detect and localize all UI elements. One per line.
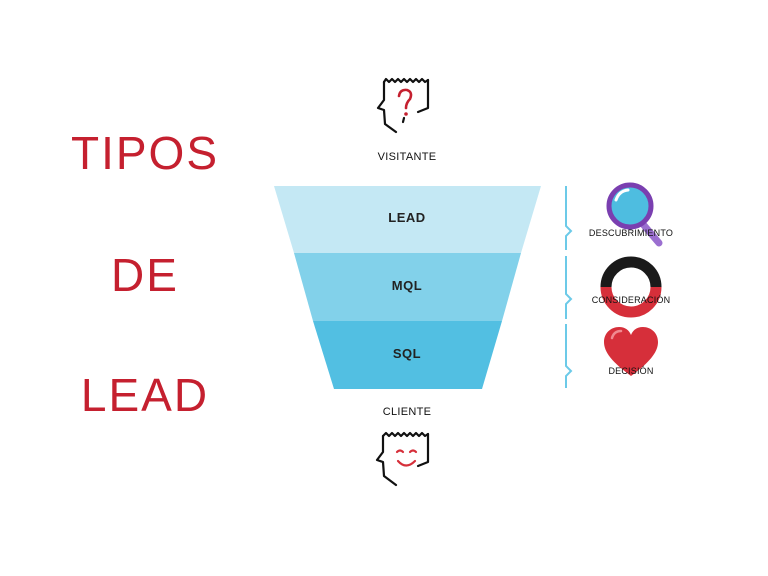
stage-label-lead: LEAD xyxy=(388,210,426,225)
smile-icon xyxy=(395,449,418,467)
phase-label-discovery: DESCUBRIMIENTO xyxy=(588,228,674,238)
question-mark-icon xyxy=(397,88,413,116)
funnel-stage-mql xyxy=(294,253,521,321)
funnel-stage-lead xyxy=(274,186,541,253)
title-line-tipos: TIPOS xyxy=(70,127,220,179)
client-face-icon xyxy=(375,431,430,487)
visitor-face-icon xyxy=(376,77,430,134)
magnifier-icon xyxy=(606,182,663,247)
phase-brackets xyxy=(565,186,573,388)
heart-icon xyxy=(604,327,658,376)
visitor-label: VISITANTE xyxy=(377,151,437,163)
client-label: CLIENTE xyxy=(382,406,432,418)
phase-label-decision: DECISIÓN xyxy=(608,366,654,376)
phase-label-consideration: CONSIDERACIÓN xyxy=(591,295,671,305)
stage-label-sql: SQL xyxy=(392,346,422,361)
stage-label-mql: MQL xyxy=(391,278,423,293)
title-line-de: DE xyxy=(111,249,179,301)
title-line-lead: LEAD xyxy=(80,369,210,421)
funnel-stage-sql xyxy=(313,321,502,389)
ring-icon xyxy=(600,256,662,318)
